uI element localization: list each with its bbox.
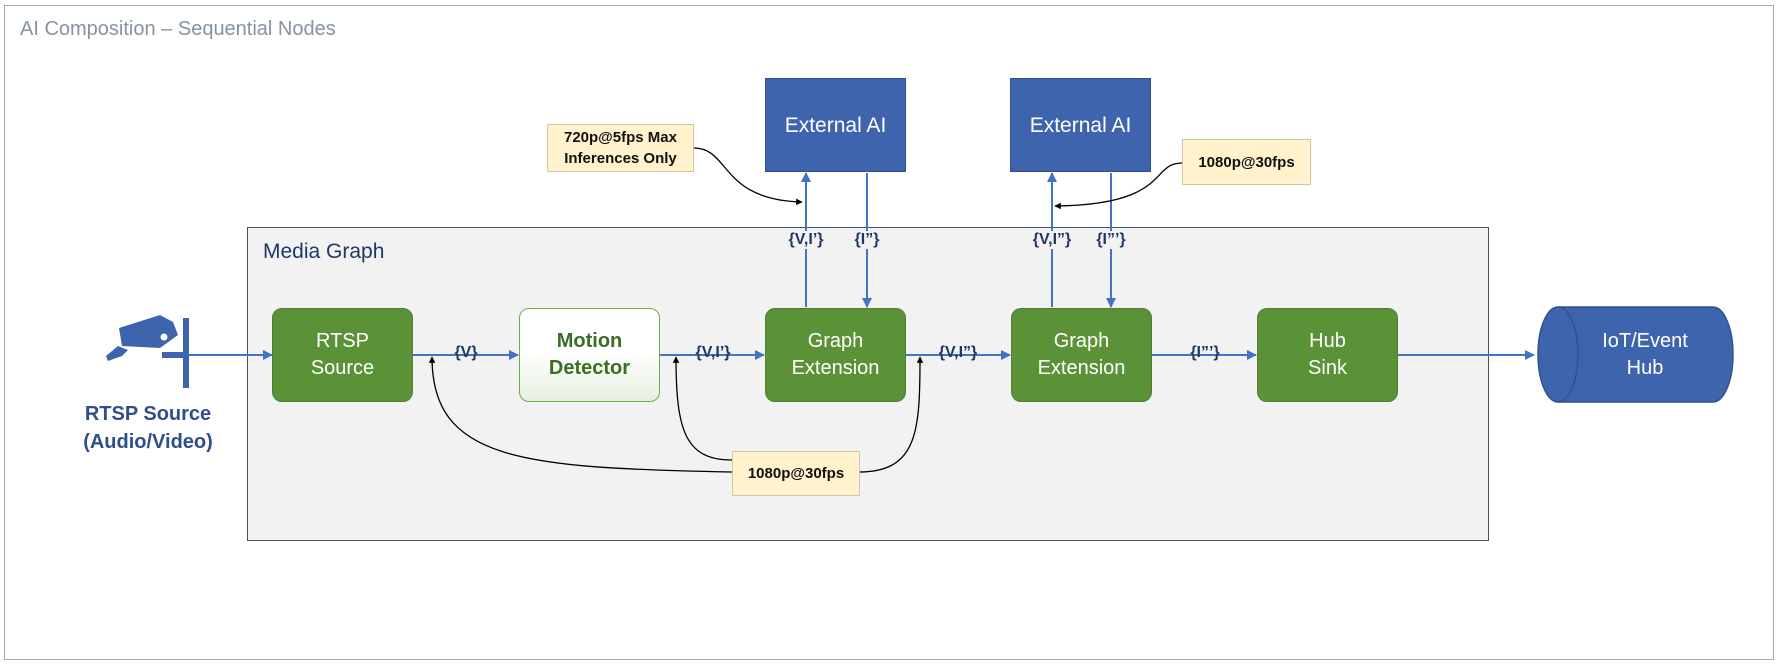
note-1080p-top: 1080p@30fps <box>1182 139 1311 185</box>
edge-label-ext2-to-hub: {I”’} <box>1190 344 1220 361</box>
connector-1080-bottom-to-rtsp <box>428 356 733 473</box>
note-720p-inferences: 720p@5fps Max Inferences Only <box>547 124 694 172</box>
edge-label-ext1-up: {V,I’} <box>788 231 824 249</box>
camera-label: RTSP Source (Audio/Video) <box>83 403 213 453</box>
note-1080p-bottom: 1080p@30fps <box>732 451 860 496</box>
diagram-frame <box>4 5 1774 660</box>
graph-extension-2-node: Graph Extension <box>1011 308 1152 402</box>
security-camera-icon <box>106 315 189 388</box>
hub-sink-node: Hub Sink <box>1257 308 1398 402</box>
connector-720-note <box>693 147 803 206</box>
external-ai-1-node: External AI <box>765 78 906 172</box>
motion-detector-node: Motion Detector <box>519 308 660 402</box>
diagram-title: AI Composition – Sequential Nodes <box>20 18 336 40</box>
rtsp-source-node: RTSP Source <box>272 308 413 402</box>
iot-hub-cylinder <box>1537 306 1734 403</box>
connector-1080-top-note <box>1054 162 1183 210</box>
edge-label-source-to-motion: {V} <box>454 344 478 361</box>
external-ai-2-node: External AI <box>1010 78 1151 172</box>
graph-extension-1-node: Graph Extension <box>765 308 906 402</box>
connector-1080-bottom-to-motion <box>672 356 733 461</box>
iot-hub-label: IoT/Event Hub <box>1602 330 1688 379</box>
edge-label-ext2-up: {V,I”} <box>1032 231 1072 249</box>
edge-label-ext1-down: {I”} <box>854 231 880 249</box>
media-graph-label: Media Graph <box>263 240 385 263</box>
edge-label-ext1-to-ext2: {V,I”} <box>938 344 978 361</box>
connector-1080-bottom-to-ext2 <box>858 356 924 473</box>
edge-label-ext2-down: {I”’} <box>1096 231 1126 249</box>
edge-label-motion-to-ext1: {V,I’} <box>695 344 731 361</box>
